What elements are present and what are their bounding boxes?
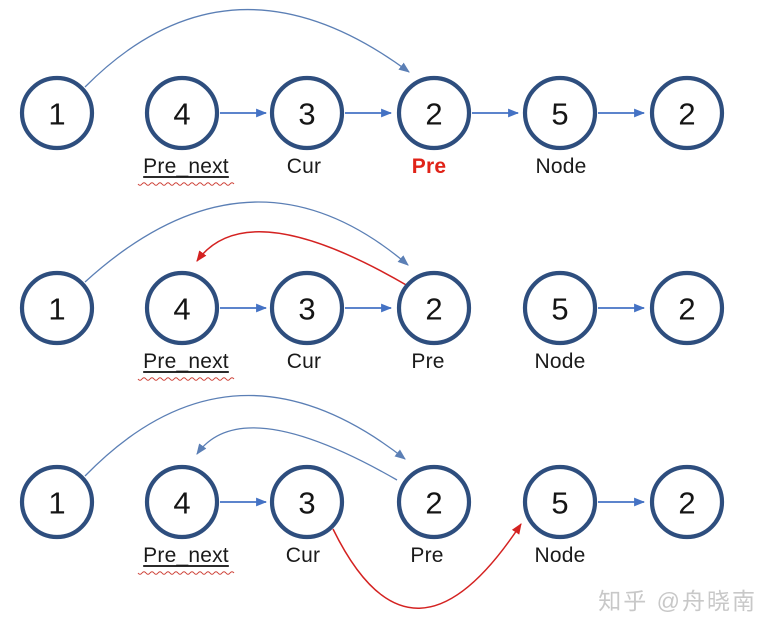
node-value: 4 (173, 292, 190, 327)
step-3: 1 4 3 2 5 2 (19, 394, 725, 609)
curved-red-arrow-2-to-4 (196, 231, 409, 287)
step-2: 1 4 3 2 5 2 (19, 201, 725, 381)
node-circle-1 (19, 270, 95, 346)
node-circle-2 (396, 464, 472, 540)
node-value: 2 (678, 486, 695, 521)
node-value: 2 (425, 486, 442, 521)
node-circle-5 (522, 464, 598, 540)
spellcheck-squiggle (137, 571, 235, 575)
node-value: 1 (48, 486, 65, 521)
node-circle-3 (269, 75, 345, 151)
step-1: 1 4 3 2 5 2 (19, 9, 725, 186)
node-circle-1 (19, 464, 95, 540)
node-circle-4 (144, 270, 220, 346)
node-circle-3 (269, 464, 345, 540)
node-circle-2 (396, 270, 472, 346)
node-circle-5 (522, 270, 598, 346)
node-circle-1 (19, 75, 95, 151)
node-value: 1 (48, 292, 65, 327)
node-circle-2 (649, 270, 725, 346)
curved-red-arrow-3-to-5 (332, 523, 522, 609)
curved-arrow-1-to-2 (84, 394, 406, 477)
curved-arrow-1-to-2 (84, 201, 409, 283)
node-circle-3 (269, 270, 345, 346)
node-value: 5 (551, 486, 568, 521)
node-circle-4 (144, 75, 220, 151)
watermark: 知乎 @舟晓南 (598, 588, 757, 614)
spellcheck-squiggle (137, 377, 235, 381)
node-circle-2 (396, 75, 472, 151)
node-circle-2 (649, 464, 725, 540)
curved-arrow-2-to-4 (196, 427, 398, 481)
node-value: 3 (298, 486, 315, 521)
node-circle-2 (649, 75, 725, 151)
spellcheck-squiggle (137, 182, 235, 186)
curved-arrow-1-to-2 (84, 9, 410, 88)
node-value: 2 (425, 292, 442, 327)
node-value: 5 (551, 292, 568, 327)
node-value: 2 (678, 97, 695, 132)
node-value: 4 (173, 486, 190, 521)
node-value: 5 (551, 97, 568, 132)
node-value: 3 (298, 292, 315, 327)
node-circle-5 (522, 75, 598, 151)
node-value: 4 (173, 97, 190, 132)
node-value: 2 (678, 292, 695, 327)
node-value: 1 (48, 97, 65, 132)
node-circle-4 (144, 464, 220, 540)
node-value: 2 (425, 97, 442, 132)
node-value: 3 (298, 97, 315, 132)
